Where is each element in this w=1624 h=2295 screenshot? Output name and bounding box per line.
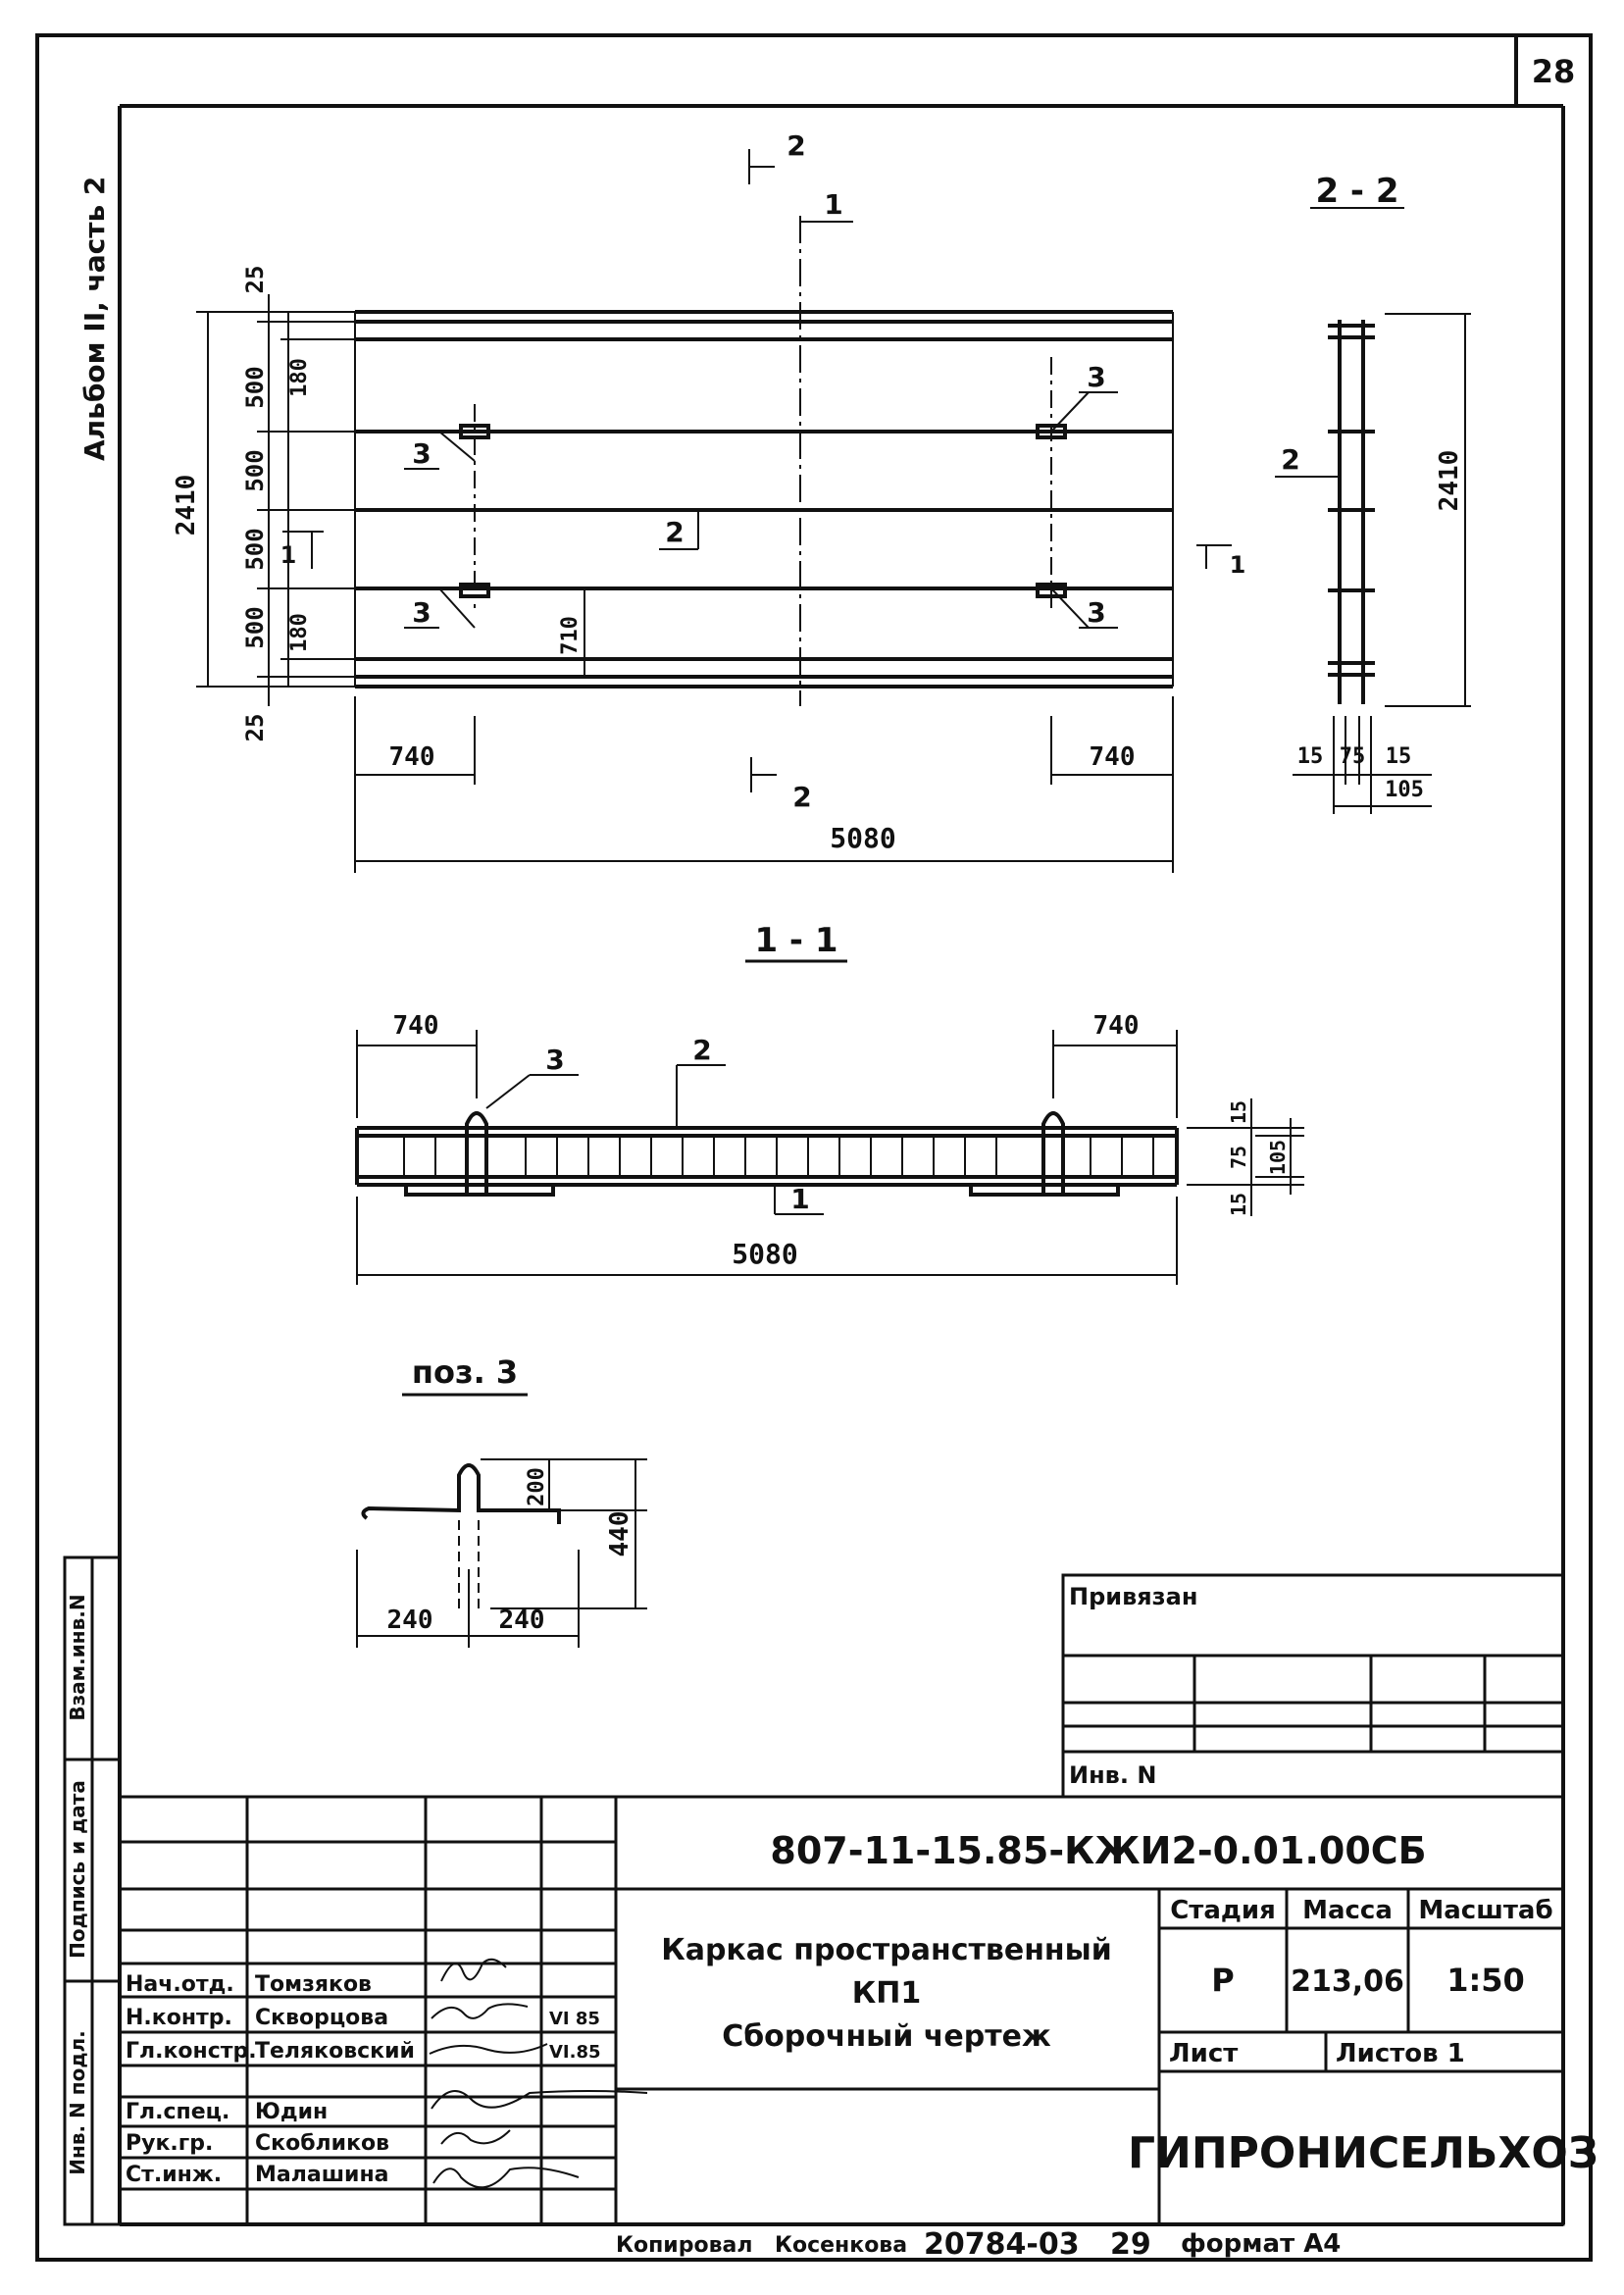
staff-role-5: Рук.гр.: [126, 2131, 213, 2156]
title-name-line3: Сборочный чертеж: [722, 2019, 1051, 2054]
staff-role-1: Нач.отд.: [126, 1972, 234, 1997]
section-2-2-w3: 15: [1386, 744, 1412, 769]
staff-name-2: Скворцова: [255, 2006, 388, 2030]
plan-dim-spacing-2: 500: [241, 449, 269, 491]
plan-dim-edge-bottom: 25: [241, 714, 269, 742]
title-block-frame: [118, 1795, 1565, 2226]
plan-label-pos3-c: 3: [412, 596, 431, 629]
section-1-1-end-left: 740: [393, 1011, 439, 1041]
sheet-frame: [35, 33, 1593, 2262]
footer-copier: Косенкова: [775, 2233, 907, 2258]
section-2-2: 2 - 2 2 2410 15 75 15 105: [1275, 172, 1471, 814]
plan-dim-inner-bottom: 180: [287, 613, 312, 652]
item-3-leg-left: 240: [387, 1606, 433, 1635]
page-number: 28: [1532, 53, 1576, 90]
footer-format: формат А4: [1181, 2229, 1341, 2259]
plan-dim-spacing-3: 500: [241, 528, 269, 570]
footer-copied: Копировал: [616, 2233, 752, 2258]
title-header-scale: Масштаб: [1418, 1896, 1552, 1925]
section-1-1-h2: 75: [1227, 1146, 1250, 1169]
plan-dim-total-height: 2410: [172, 475, 201, 536]
side-stamp-podpis: Подпись и дата: [66, 1780, 89, 1959]
plan-dim-total-length: 5080: [830, 822, 895, 854]
item-3-h-loop: 200: [525, 1467, 549, 1506]
plan-label-pos3-a: 3: [412, 437, 431, 470]
binding-privyazan: Привязан: [1069, 1583, 1197, 1610]
signatures: [429, 1958, 648, 2189]
title-value-scale: 1:50: [1446, 1962, 1525, 1999]
plan-label-pos3-d: 3: [1087, 596, 1105, 629]
staff-date-3: VI.85: [549, 2042, 601, 2063]
side-stamp-vzam: Взам.инв.N: [66, 1594, 89, 1720]
title-sheet-label: Лист: [1169, 2039, 1238, 2068]
footer-number: 20784-03: [924, 2227, 1080, 2262]
plan-dim-inner-top: 180: [287, 358, 312, 397]
item-3-h-total: 440: [605, 1511, 634, 1557]
staff-role-3: Гл.констр.: [126, 2039, 257, 2064]
staff-name-5: Скобликов: [255, 2131, 389, 2156]
item-3-detail: поз. 3 200 440 240 240: [356, 1353, 647, 1648]
staff-date-2: VI 85: [549, 2009, 600, 2029]
staff-role-2: Н.контр.: [126, 2006, 232, 2030]
section-1-1-h1: 15: [1227, 1100, 1250, 1124]
plan-label-pos2: 2: [665, 516, 684, 548]
plan-dim-end-left: 740: [389, 742, 435, 772]
title-code: 807-11-15.85-КЖИ2-0.01.00СБ: [770, 1829, 1426, 1872]
plan-cut-mark-right: 1: [1230, 551, 1246, 579]
section-1-1-pos3: 3: [545, 1044, 564, 1076]
album-label: Альбом II, часть 2: [78, 177, 111, 461]
title-name-line1: Каркас пространственный: [661, 1933, 1112, 1967]
title-header-mass: Масса: [1302, 1896, 1393, 1925]
staff-name-1: Томзяков: [255, 1972, 372, 1997]
item-3-title: поз. 3: [412, 1353, 518, 1391]
plan-label-pos3-b: 3: [1087, 361, 1105, 393]
binding-inv: Инв. N: [1069, 1761, 1156, 1789]
section-1-1-title: 1 - 1: [754, 921, 837, 960]
section-1-1-end-right: 740: [1093, 1011, 1140, 1041]
section-1-1: 1 - 1: [355, 921, 1304, 1285]
binding-block: [1061, 1573, 1565, 1799]
section-1-1-pos2: 2: [692, 1034, 711, 1066]
staff-name-3: Теляковский: [255, 2039, 415, 2064]
title-value-stage: Р: [1211, 1962, 1234, 1999]
staff-role-6: Ст.инж.: [126, 2163, 222, 2187]
plan-cut-mark-left: 1: [280, 541, 297, 569]
title-name-line2: КП1: [852, 1976, 922, 2011]
title-header-stage: Стадия: [1170, 1896, 1276, 1925]
title-sheets-label: Листов 1: [1336, 2039, 1465, 2068]
staff-name-6: Малашина: [255, 2163, 389, 2187]
section-1-1-h-total: 105: [1266, 1140, 1290, 1175]
section-2-2-w-total: 105: [1385, 778, 1424, 802]
footer-page: 29: [1110, 2227, 1151, 2262]
section-2-2-w1: 15: [1297, 744, 1324, 769]
plan-section-mark-bottom: 2: [792, 781, 811, 813]
title-org: ГИПРОНИСЕЛЬХОЗ: [1128, 2128, 1599, 2178]
title-value-mass: 213,06: [1291, 1964, 1404, 1999]
section-2-2-height: 2410: [1435, 450, 1464, 512]
plan-section-mark-top: 2: [787, 129, 805, 162]
section-2-2-title: 2 - 2: [1315, 172, 1398, 211]
side-stamp-inv: Инв. N подл.: [66, 2030, 89, 2174]
staff-name-4: Юдин: [255, 2100, 328, 2124]
section-1-1-pos1: 1: [790, 1183, 809, 1215]
plan-dim-edge-top: 25: [241, 266, 269, 294]
plan-label-pos1: 1: [824, 188, 842, 221]
plan-dim-offset: 710: [558, 616, 583, 655]
section-1-1-total-length: 5080: [732, 1238, 797, 1270]
staff-role-4: Гл.спец.: [126, 2100, 229, 2124]
section-1-1-h3: 15: [1227, 1193, 1250, 1216]
plan-dim-spacing-1: 500: [241, 366, 269, 408]
item-3-leg-right: 240: [499, 1606, 545, 1635]
plan-view: 2410 25 500 500 500 500 25 180 180 710: [172, 129, 1245, 873]
section-2-2-w2: 75: [1340, 744, 1366, 769]
plan-dim-spacing-4: 500: [241, 606, 269, 648]
section-2-2-pos2: 2: [1281, 443, 1299, 476]
plan-dim-end-right: 740: [1090, 742, 1136, 772]
